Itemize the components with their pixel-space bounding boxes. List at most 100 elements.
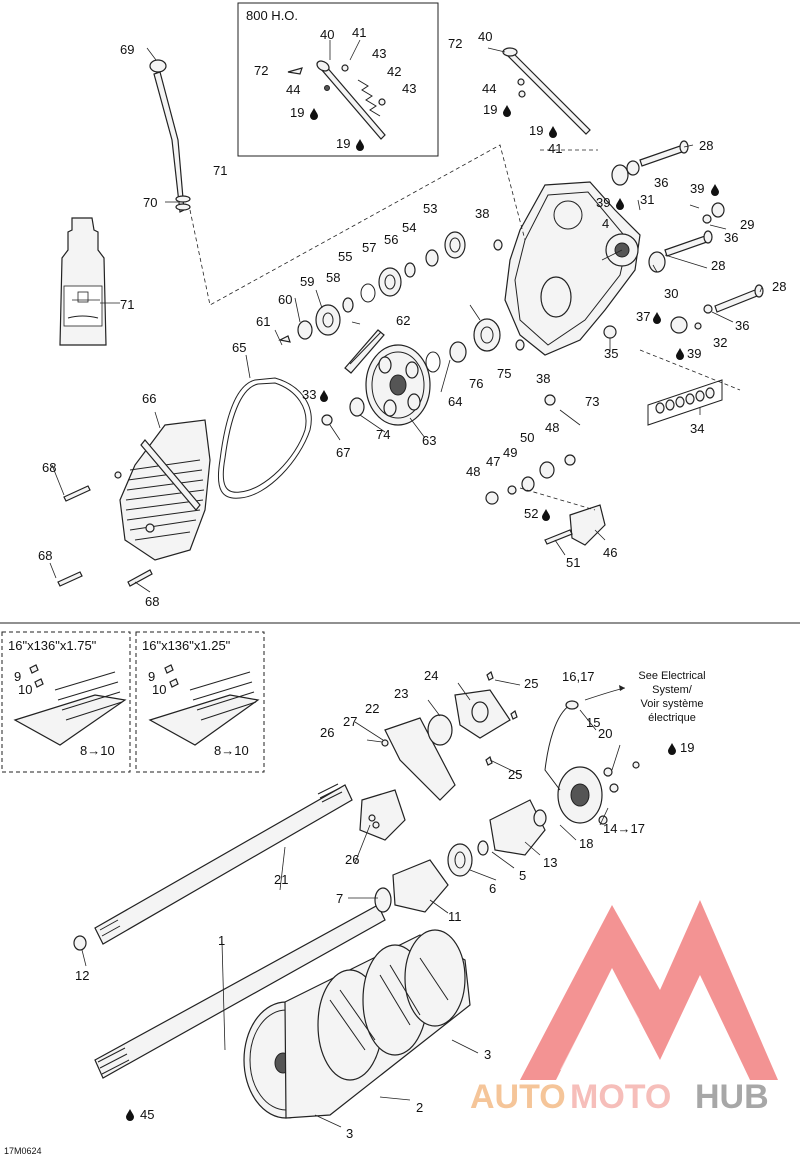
callout-16: 16,17 (562, 669, 595, 684)
callout-9-b: 9 (148, 669, 155, 684)
callout-36-c: 36 (735, 318, 749, 333)
callout-26-a: 26 (320, 725, 334, 740)
track-variant-1: 16"x136"x1.75" (8, 638, 97, 653)
callout-38-b: 38 (536, 371, 550, 386)
callout-64: 64 (448, 394, 462, 409)
callout-26-b: 26 (345, 852, 359, 867)
chaincase-cover (119, 419, 211, 561)
callout-51: 51 (566, 555, 580, 570)
callout-68-b: 68 (38, 548, 52, 563)
callout-13: 13 (543, 855, 557, 870)
callout-72-box: 72 (254, 63, 268, 78)
callout-20: 20 (598, 726, 612, 741)
callout-66: 66 (142, 391, 156, 406)
callout-40-box: 40 (320, 27, 334, 42)
callout-65: 65 (232, 340, 246, 355)
bearing-bracket (359, 671, 518, 841)
callout-73: 73 (585, 394, 599, 409)
callout-10-b: 10 (152, 682, 166, 697)
callout-4: 4 (602, 216, 609, 231)
callout-50: 50 (520, 430, 534, 445)
callout-11: 11 (448, 909, 462, 924)
callout-57: 57 (362, 240, 376, 255)
callout-45: 45 (140, 1107, 154, 1122)
callout-30: 30 (664, 286, 678, 301)
cover-bolts (57, 471, 153, 587)
bolts-28 (639, 140, 764, 313)
callout-52: 52 (524, 506, 538, 521)
callout-15: 15 (586, 715, 600, 730)
callout-69: 69 (120, 42, 134, 57)
callout-25-a: 25 (524, 676, 538, 691)
callout-6: 6 (489, 881, 496, 896)
callout-49: 49 (503, 445, 517, 460)
callout-43-box-b: 43 (402, 81, 416, 96)
callout-12: 12 (75, 968, 89, 983)
callout-10-a: 10 (18, 682, 32, 697)
callout-8-b: 8→10 (214, 743, 249, 758)
callout-48-a: 48 (545, 420, 559, 435)
callout-44: 44 (482, 81, 496, 96)
callout-3-a: 3 (484, 1047, 491, 1062)
callout-18: 18 (579, 836, 593, 851)
chaincase-housing (504, 181, 641, 356)
callout-71: 71 (213, 163, 227, 178)
callout-70: 70 (143, 195, 157, 210)
callout-55: 55 (338, 249, 352, 264)
callout-44-box: 44 (286, 82, 300, 97)
callout-74: 74 (376, 427, 390, 442)
large-sprocket (321, 344, 431, 426)
callout-71-bottle: 71 (120, 297, 134, 312)
callout-37: 37 (636, 309, 650, 324)
callout-14: 14→17 (603, 821, 645, 836)
callout-68-c: 68 (145, 594, 159, 609)
watermark-part3: HUB (695, 1078, 769, 1116)
callout-8-a: 8→10 (80, 743, 115, 758)
tensioner-parts (611, 160, 725, 334)
watermark-part2: MOTO (570, 1078, 671, 1116)
watermark-logo: AUTO MOTO HUB (470, 900, 778, 1116)
callout-29: 29 (740, 217, 754, 232)
callout-28-a: 28 (699, 138, 713, 153)
callout-35: 35 (604, 346, 618, 361)
leader-lines (49, 39, 763, 1128)
electrical-note-line-2: System/ (652, 684, 693, 696)
callout-28-c: 28 (772, 279, 786, 294)
callout-24: 24 (424, 668, 438, 683)
callout-62: 62 (396, 313, 410, 328)
shims-34 (639, 349, 741, 426)
callout-36-b: 36 (724, 230, 738, 245)
callout-53: 53 (423, 201, 437, 216)
callout-34: 34 (690, 421, 704, 436)
figure-code: 17M0624 (4, 1146, 42, 1156)
callout-1: 1 (218, 933, 225, 948)
callout-21: 21 (274, 872, 288, 887)
callout-75: 75 (497, 366, 511, 381)
callout-19-bottom: 19 (680, 740, 694, 755)
callout-43-box-a: 43 (372, 46, 386, 61)
callout-32: 32 (713, 335, 727, 350)
track-variant-boxes: 16"x136"x1.75" 16"x136"x1.25" (1, 631, 265, 773)
watermark-part1: AUTO (470, 1078, 566, 1116)
cover-gasket (217, 377, 312, 499)
drive-shaft-21 (73, 783, 353, 951)
callout-41: 41 (548, 141, 562, 156)
callout-76: 76 (469, 376, 483, 391)
callout-19: 19 (483, 102, 497, 117)
callout-61: 61 (256, 314, 270, 329)
callout-labels: 69 71 70 71 40 41 43 72 42 44 43 19 19 7… (4, 25, 786, 1156)
callout-67: 67 (336, 445, 350, 460)
callout-25-b: 25 (508, 767, 522, 782)
callout-7: 7 (336, 891, 343, 906)
callout-46: 46 (603, 545, 617, 560)
callout-58: 58 (326, 270, 340, 285)
callout-36-a: 36 (654, 175, 668, 190)
callout-39-c: 39 (687, 346, 701, 361)
callout-47: 47 (486, 454, 500, 469)
callout-27: 27 (343, 714, 357, 729)
drive-axle-1 (94, 904, 386, 1079)
callout-56: 56 (384, 232, 398, 247)
oil-bottle (59, 217, 107, 346)
callout-38-a: 38 (475, 206, 489, 221)
